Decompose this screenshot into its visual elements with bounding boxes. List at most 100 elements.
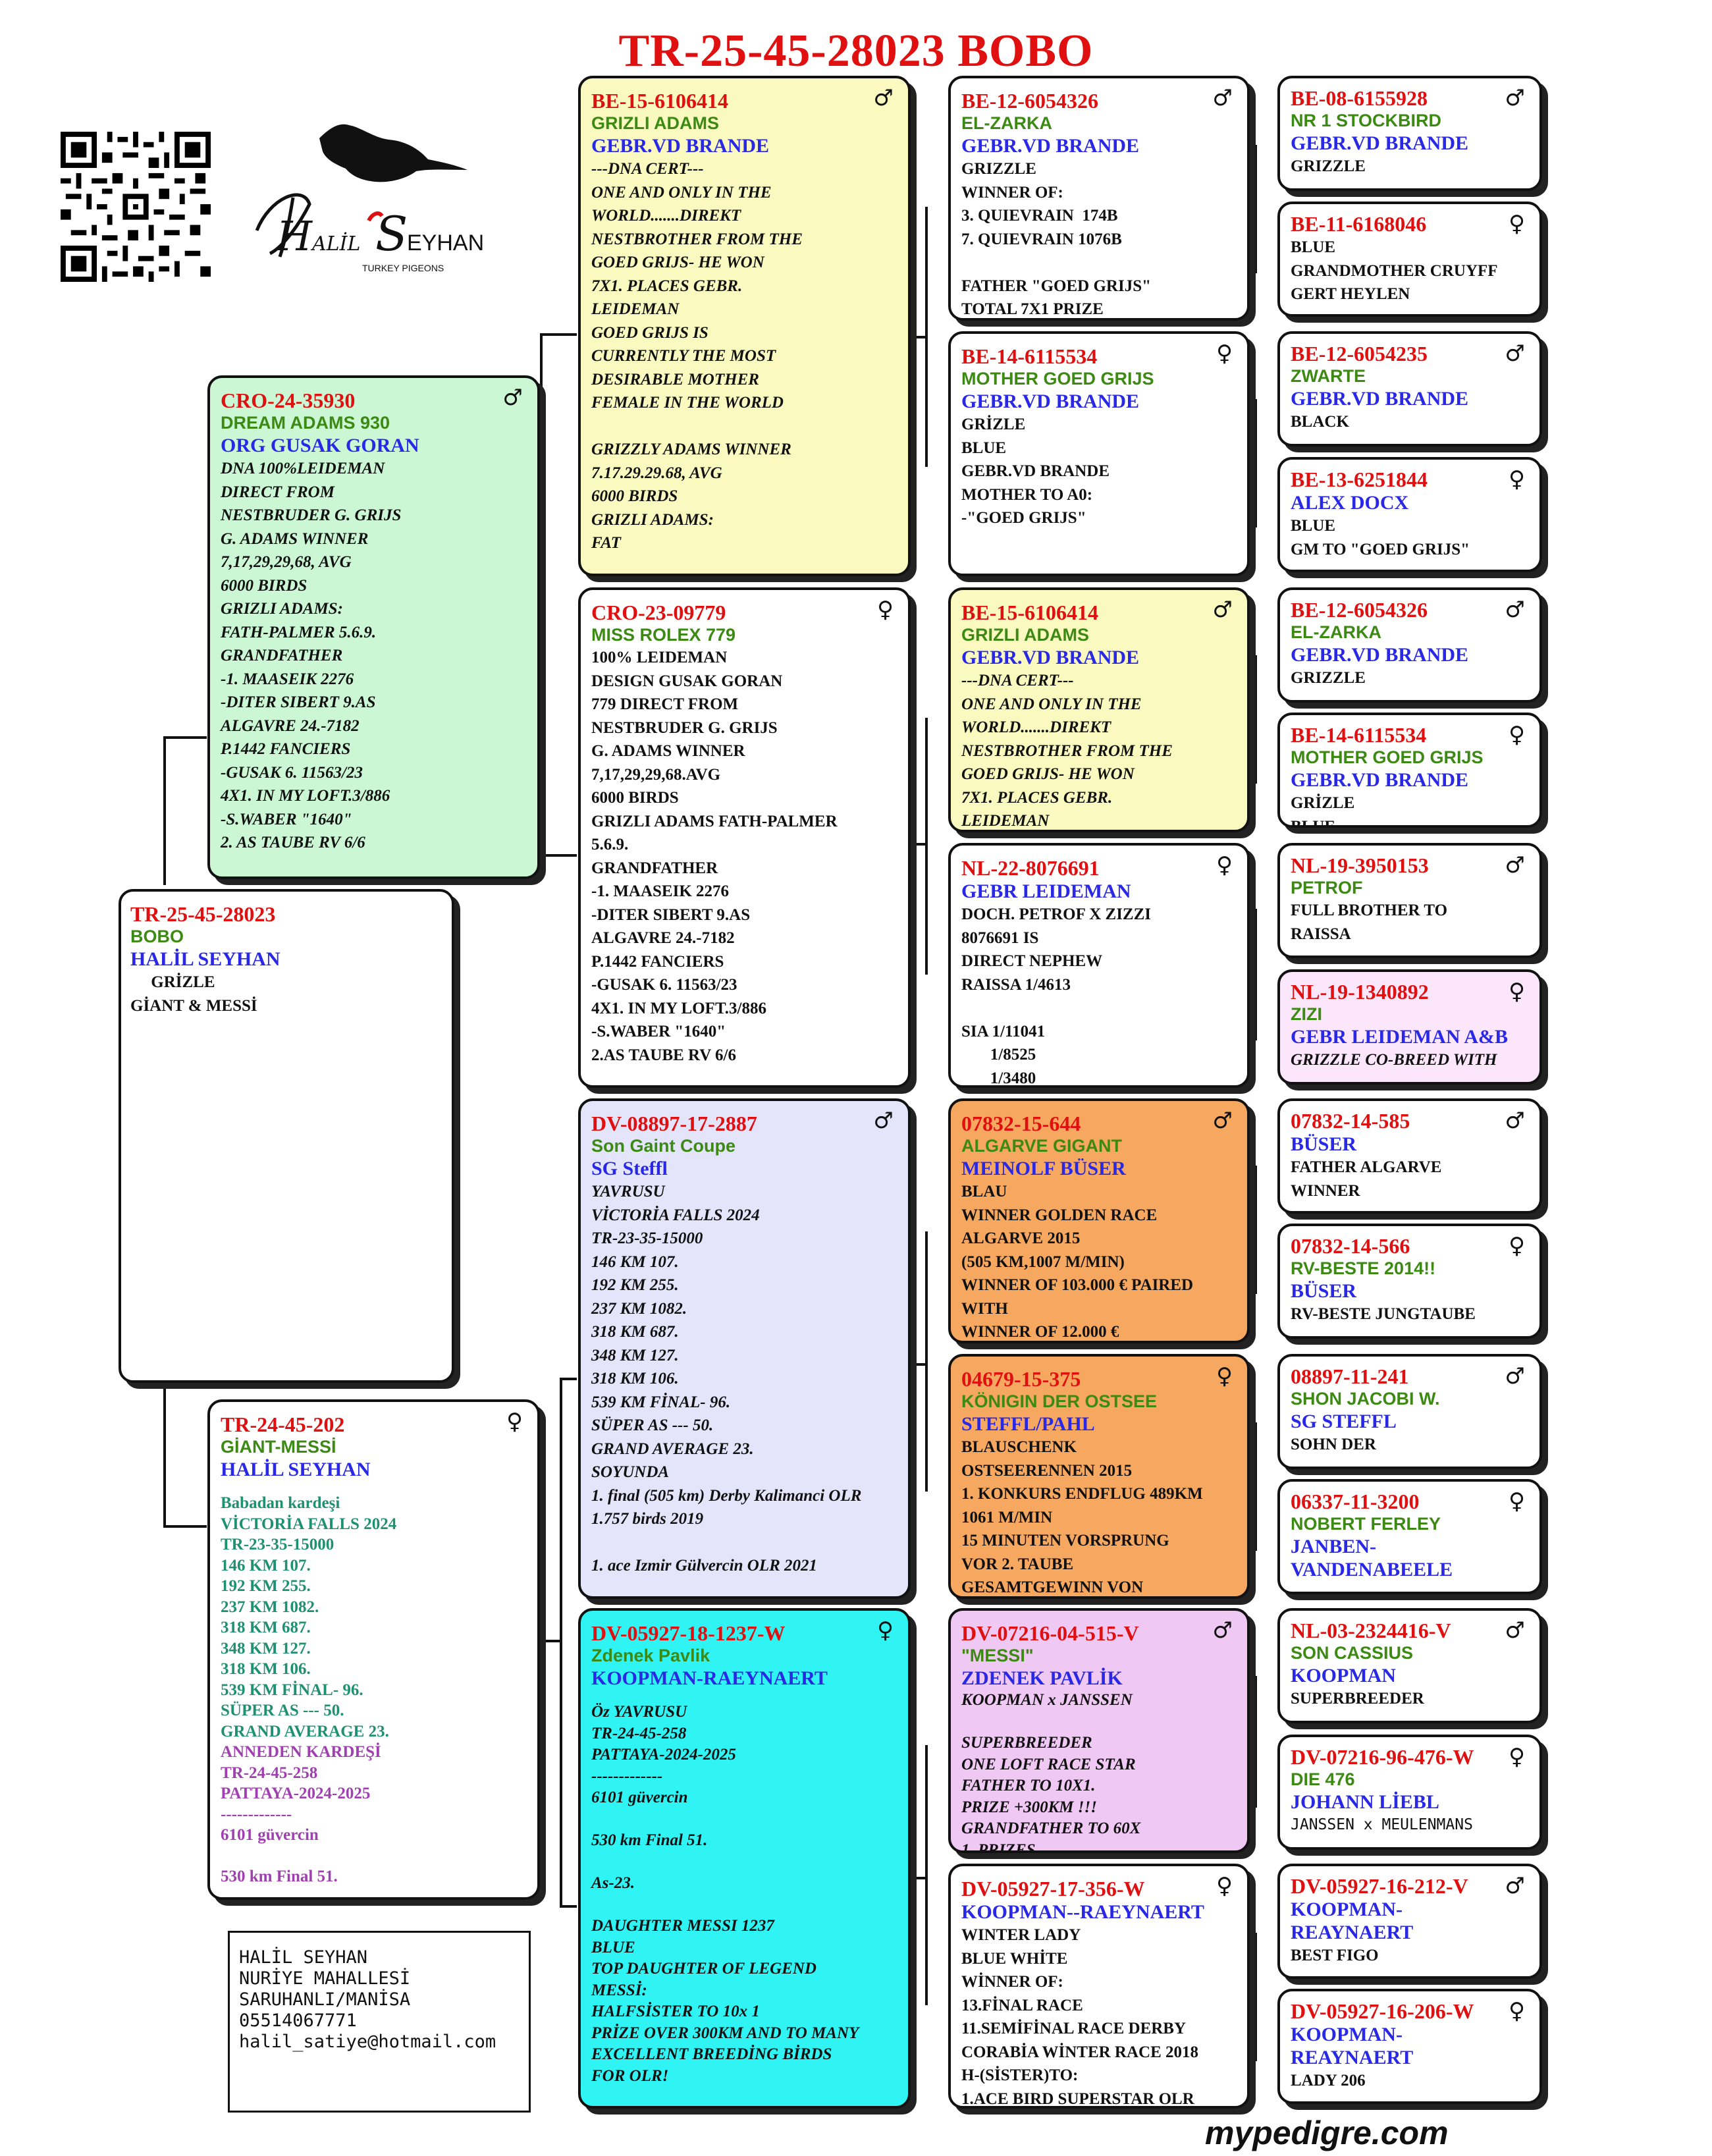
dam-card[interactable]: ♀ TR-24-45-202 GİANT-MESSİ HALİL SEYHAN … xyxy=(207,1399,540,1900)
dam-dam-description: Öz YAVRUSU TR-24-45-258 PATTAYA-2024-202… xyxy=(591,1703,859,2085)
ddd-ring-number: DV-05927-17-356-W xyxy=(961,1877,1145,1900)
dss-breeder: MEINOLF BÜSER xyxy=(961,1158,1126,1179)
ssd-breeder: GEBR.VD BRANDE xyxy=(961,391,1140,412)
gg-card-1[interactable]: ♂ BE-08-6155928 NR 1 STOCKBIRD GEBR.VD B… xyxy=(1277,76,1542,191)
gg-card-6[interactable]: ♀ BE-14-6115534 MOTHER GOED GRIJS GEBR.V… xyxy=(1277,713,1542,828)
svg-text:H: H xyxy=(276,212,313,260)
gg14-ring-number: DV-07216-96-476-W xyxy=(1291,1745,1474,1769)
ddd-card[interactable]: ♀ DV-05927-17-356-W KOOPMAN--RAEYNAERT W… xyxy=(948,1864,1250,2109)
gg5-name: EL-ZARKA xyxy=(1291,622,1381,642)
ssd-card[interactable]: ♀ BE-14-6115534 MOTHER GOED GRIJS GEBR.V… xyxy=(948,331,1250,576)
gg7-name: PETROF xyxy=(1291,878,1363,898)
sdd-breeder: GEBR LEIDEMAN xyxy=(961,880,1131,902)
sss-ring-number: BE-12-6054326 xyxy=(961,89,1098,113)
gg9-description: FATHER ALGARVE WINNER xyxy=(1291,1158,1442,1200)
gg3-description: BLACK xyxy=(1291,413,1349,431)
gg16-ring-number: DV-05927-16-206-W xyxy=(1291,1999,1474,2023)
gg12-breeder: JANBEN- VANDENABEELE xyxy=(1291,1536,1453,1580)
dam-dam-card[interactable]: ♀ DV-05927-18-1237-W Zdenek Pavlik KOOPM… xyxy=(578,1608,911,2109)
gg-card-13[interactable]: ♂ NL-03-2324416-V SON CASSIUS KOOPMAN SU… xyxy=(1277,1608,1542,1723)
subject-card[interactable]: TR-25-45-28023 BOBO HALİL SEYHAN GRİZLE … xyxy=(119,889,454,1383)
female-icon: ♀ xyxy=(1509,1488,1525,1515)
male-icon: ♂ xyxy=(873,1108,894,1134)
sss-description: GRIZZLE WINNER OF: 3. QUIEVRAIN 174B 7. … xyxy=(961,160,1151,318)
female-icon: ♀ xyxy=(1509,466,1525,493)
male-icon: ♂ xyxy=(1212,1108,1233,1134)
owner-address-box: HALİL SEYHAN NURİYE MAHALLESİ SARUHANLI/… xyxy=(228,1931,531,2113)
gg6-ring-number: BE-14-6115534 xyxy=(1291,723,1427,747)
gg4-description: BLUE GM TO "GOED GRIJS" xyxy=(1291,517,1470,558)
dss-card[interactable]: ♂ 07832-15-644 ALGARVE GIGANT MEINOLF BÜ… xyxy=(948,1098,1250,1343)
dam-dam-breeder: KOOPMAN-RAEYNAERT xyxy=(591,1667,828,1689)
gg11-breeder: SG STEFFL xyxy=(1291,1411,1397,1432)
male-icon: ♂ xyxy=(873,85,894,111)
dam-sire-breeder: SG Steffl xyxy=(591,1158,668,1179)
gg-card-14[interactable]: ♀ DV-07216-96-476-W DIE 476 JOHANN LİEBL… xyxy=(1277,1735,1542,1850)
male-icon: ♂ xyxy=(1212,1617,1233,1644)
dds-ring-number: DV-07216-04-515-V xyxy=(961,1621,1139,1645)
gg-card-2[interactable]: ♀ BE-11-6168046 BLUE GRANDMOTHER CRUYFF … xyxy=(1277,202,1542,317)
svg-text:TURKEY PIGEONS: TURKEY PIGEONS xyxy=(362,263,444,273)
svg-text:ALİL: ALİL xyxy=(310,232,360,256)
gg-card-10[interactable]: ♀ 07832-14-566 RV-BESTE 2014!! BÜSER RV-… xyxy=(1277,1224,1542,1339)
dam-dam-ring-number: DV-05927-18-1237-W xyxy=(591,1621,786,1645)
dsd-card[interactable]: ♀ 04679-15-375 KÖNIGIN DER OSTSEE STEFFL… xyxy=(948,1354,1250,1599)
gg8-name: ZIZI xyxy=(1291,1004,1322,1024)
sss-breeder: GEBR.VD BRANDE xyxy=(961,135,1140,157)
male-icon: ♂ xyxy=(1212,85,1233,111)
gg-card-4[interactable]: ♀ BE-13-6251844 ALEX DOCX BLUE GM TO "GO… xyxy=(1277,457,1542,572)
sire-sire-ring-number: BE-15-6106414 xyxy=(591,89,728,113)
gg-card-3[interactable]: ♂ BE-12-6054235 ZWARTE GEBR.VD BRANDE BL… xyxy=(1277,331,1542,446)
male-icon: ♂ xyxy=(1505,1873,1525,1899)
sds-card[interactable]: ♂ BE-15-6106414 GRIZLI ADAMS GEBR.VD BRA… xyxy=(948,587,1250,832)
gg13-name: SON CASSIUS xyxy=(1291,1643,1414,1663)
ddd-description: WINTER LADY BLUE WHİTE WİNNER OF: 13.FİN… xyxy=(961,1926,1199,2108)
female-icon: ♀ xyxy=(1216,340,1233,367)
ddd-breeder: KOOPMAN--RAEYNAERT xyxy=(961,1901,1204,1923)
subject-description: GRİZLE GİANT & MESSİ xyxy=(130,973,257,1015)
dam-dam-name: Zdenek Pavlik xyxy=(591,1646,710,1665)
gg-card-9[interactable]: ♂ 07832-14-585 BÜSER FATHER ALGARVE WINN… xyxy=(1277,1098,1542,1214)
site-watermark[interactable]: mypedigre.com xyxy=(1205,2115,1449,2151)
gg2-ring-number: BE-11-6168046 xyxy=(1291,212,1427,236)
sire-card[interactable]: ♂ CRO-24-35930 DREAM ADAMS 930 ORG GUSAK… xyxy=(207,375,540,879)
gg-card-5[interactable]: ♂ BE-12-6054326 EL-ZARKA GEBR.VD BRANDE … xyxy=(1277,587,1542,703)
gg3-ring-number: BE-12-6054235 xyxy=(1291,342,1428,365)
sire-description: DNA 100%LEIDEMAN DIRECT FROM NESTBRUDER … xyxy=(221,460,402,851)
gg15-description: BEST FIGO xyxy=(1291,1947,1379,1964)
sds-description: ---DNA CERT--- ONE AND ONLY IN THE WORLD… xyxy=(961,672,1173,830)
sire-dam-description: 100% LEIDEMAN DESIGN GUSAK GORAN 779 DIR… xyxy=(591,649,838,1064)
sdd-card[interactable]: ♀ NL-22-8076691 GEBR LEIDEMAN DOCH. PETR… xyxy=(948,843,1250,1088)
gg1-description: GRIZZLE xyxy=(1291,157,1366,175)
gg14-description: JANSSEN x MEULENMANS xyxy=(1291,1816,1473,1833)
female-icon: ♀ xyxy=(1509,1744,1525,1770)
dsd-ring-number: 04679-15-375 xyxy=(961,1367,1081,1391)
gg4-breeder: ALEX DOCX xyxy=(1291,492,1409,514)
subject-ring-number: TR-25-45-28023 xyxy=(130,902,276,926)
dam-breeder: HALİL SEYHAN xyxy=(221,1459,371,1480)
sire-sire-card[interactable]: ♂ BE-15-6106414 GRIZLI ADAMS GEBR.VD BRA… xyxy=(578,76,911,576)
sire-sire-description: ---DNA CERT--- ONE AND ONLY IN THE WORLD… xyxy=(591,160,803,552)
sire-dam-card[interactable]: ♀ CRO-23-09779 MISS ROLEX 779 100% LEIDE… xyxy=(578,587,911,1088)
gg10-breeder: BÜSER xyxy=(1291,1280,1357,1302)
sss-card[interactable]: ♂ BE-12-6054326 EL-ZARKA GEBR.VD BRANDE … xyxy=(948,76,1250,321)
sire-sire-breeder: GEBR.VD BRANDE xyxy=(591,135,770,157)
female-icon: ♀ xyxy=(877,1617,894,1644)
female-icon: ♀ xyxy=(1216,1873,1233,1899)
gg-card-7[interactable]: ♂ NL-19-3950153 PETROF FULL BROTHER TO R… xyxy=(1277,843,1542,958)
dam-sire-card[interactable]: ♂ DV-08897-17-2887 Son Gaint Coupe SG St… xyxy=(578,1098,911,1599)
gg-card-12[interactable]: ♀ 06337-11-3200 NOBERT FERLEY JANBEN- VA… xyxy=(1277,1479,1542,1594)
male-icon: ♂ xyxy=(1505,1108,1525,1134)
gg-card-11[interactable]: ♂ 08897-11-241 SHON JACOBI W. SG STEFFL … xyxy=(1277,1354,1542,1469)
gg-card-15[interactable]: ♂ DV-05927-16-212-V KOOPMAN- REAYNAERT B… xyxy=(1277,1864,1542,1979)
gg2-description: BLUE GRANDMOTHER CRUYFF GERT HEYLEN xyxy=(1291,238,1498,303)
gg4-ring-number: BE-13-6251844 xyxy=(1291,468,1428,491)
dam-name: GİANT-MESSİ xyxy=(221,1437,336,1457)
dds-card[interactable]: ♂ DV-07216-04-515-V "MESSI" ZDENEK PAVLİ… xyxy=(948,1608,1250,1853)
gg-card-16[interactable]: ♀ DV-05927-16-206-W KOOPMAN- REAYNAERT L… xyxy=(1277,1989,1542,2104)
male-icon: ♂ xyxy=(1505,1363,1525,1389)
gg5-description: GRIZZLE xyxy=(1291,669,1366,687)
subject-breeder: HALİL SEYHAN xyxy=(130,948,281,970)
gg5-ring-number: BE-12-6054326 xyxy=(1291,598,1428,622)
gg-card-8[interactable]: ♀ NL-19-1340892 ZIZI GEBR LEIDEMAN A&B G… xyxy=(1277,969,1542,1085)
